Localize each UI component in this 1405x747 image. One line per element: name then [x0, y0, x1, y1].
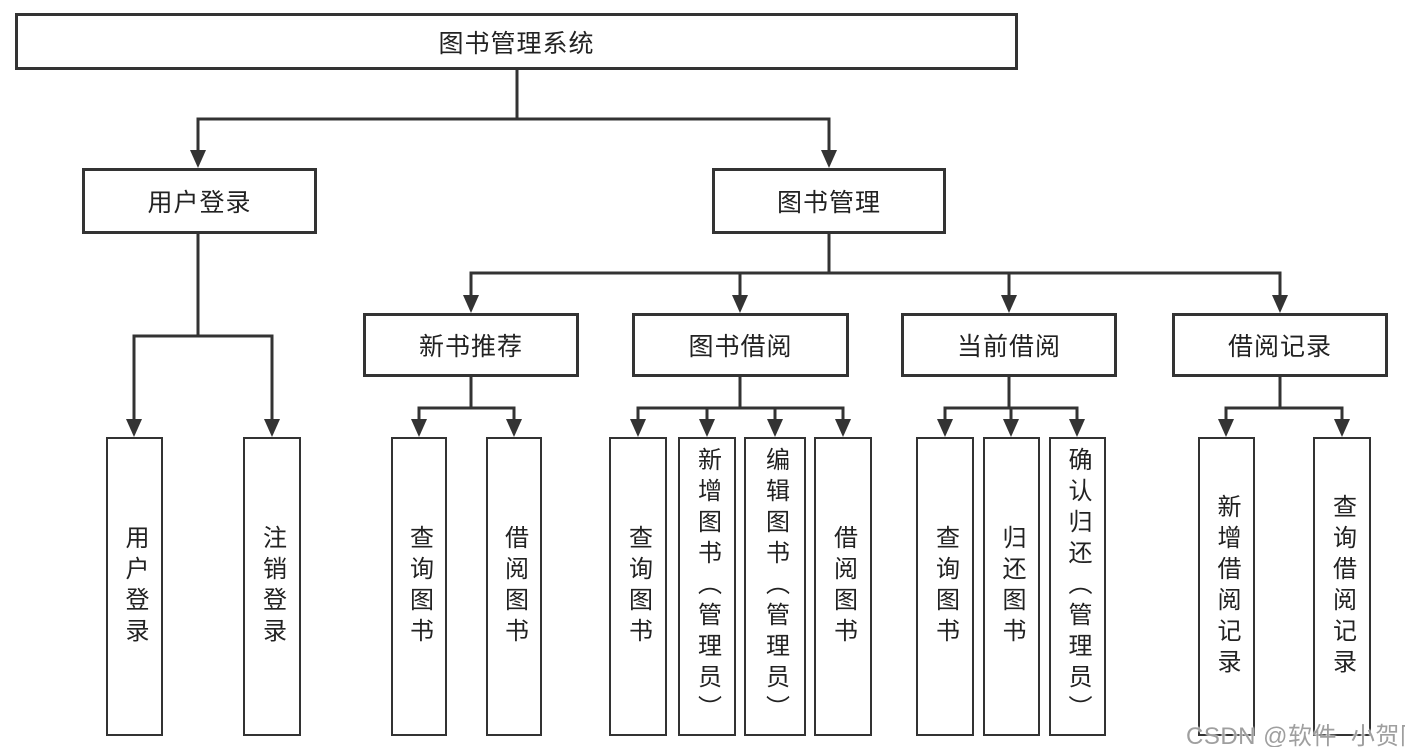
- node-label: 用户登录: [147, 189, 252, 217]
- leaf-add-borrow-record: 新增借阅记录: [1198, 437, 1255, 736]
- node-current-borrowing: 当前借阅: [901, 313, 1117, 377]
- csdn-watermark: CSDN @软件_小贺同学: [1186, 723, 1405, 747]
- node-label: 确认归还（管理员）: [1064, 447, 1091, 726]
- leaf-add-book-admin: 新增图书（管理员）: [678, 437, 736, 736]
- node-borrowing-records: 借阅记录: [1172, 313, 1388, 377]
- node-label: 注销登录: [258, 524, 286, 649]
- node-user-login: 用户登录: [82, 168, 317, 234]
- node-book-borrowing: 图书借阅: [632, 313, 849, 377]
- node-label: 新书推荐: [418, 333, 523, 361]
- node-label: 借阅图书: [829, 524, 857, 649]
- leaf-query-books-current: 查询图书: [916, 437, 974, 736]
- node-new-book-recommendation: 新书推荐: [363, 313, 579, 377]
- node-label: 新增借阅记录: [1213, 493, 1240, 680]
- leaf-edit-book-admin: 编辑图书（管理员）: [744, 437, 806, 736]
- node-label: 借阅图书: [500, 524, 528, 649]
- node-label: 新增图书（管理员）: [693, 447, 721, 726]
- node-library-management-system: 图书管理系统: [15, 13, 1018, 70]
- leaf-borrow-books-recommend: 借阅图书: [486, 437, 542, 736]
- leaf-borrow-books: 借阅图书: [814, 437, 872, 736]
- node-label: 图书借阅: [688, 333, 793, 361]
- leaf-query-books-borrow: 查询图书: [609, 437, 667, 736]
- node-label: 查询图书: [405, 524, 433, 649]
- leaf-logout: 注销登录: [243, 437, 301, 736]
- node-label: 查询图书: [931, 524, 959, 649]
- node-label: 图书管理系统: [438, 29, 595, 58]
- leaf-query-borrow-record: 查询借阅记录: [1313, 437, 1371, 736]
- node-label: 查询图书: [624, 524, 652, 649]
- leaf-user-login: 用户登录: [106, 437, 163, 736]
- node-label: 借阅记录: [1227, 333, 1332, 361]
- node-label: 用户登录: [121, 524, 148, 649]
- leaf-query-books-recommend: 查询图书: [391, 437, 447, 736]
- arrowheads: [126, 150, 1350, 437]
- node-book-management: 图书管理: [712, 168, 946, 234]
- leaf-confirm-return-admin: 确认归还（管理员）: [1049, 437, 1106, 736]
- node-label: 归还图书: [998, 524, 1025, 649]
- node-label: 图书管理: [776, 189, 881, 217]
- node-label: 查询借阅记录: [1328, 493, 1356, 680]
- node-label: 当前借阅: [956, 333, 1061, 361]
- node-label: 编辑图书（管理员）: [761, 447, 789, 726]
- leaf-return-book: 归还图书: [983, 437, 1040, 736]
